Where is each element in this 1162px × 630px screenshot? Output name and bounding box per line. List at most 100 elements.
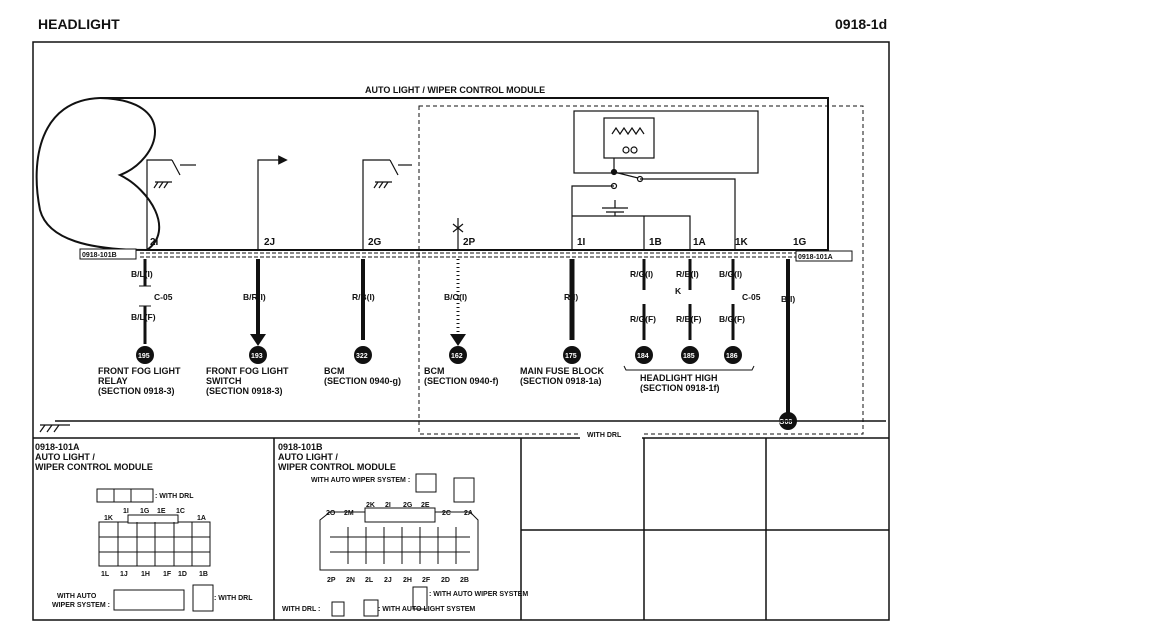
- panel-a-pin-1c: 1C: [176, 508, 185, 515]
- panel-a-pin-1b: 1B: [199, 571, 208, 578]
- wire-run-1a: R/B(I) K R/B(F) 185: [675, 259, 702, 364]
- panel-a-pin-1e: 1E: [157, 508, 166, 515]
- dest-headlight-2: (SECTION 0918-1f): [640, 383, 720, 393]
- with-drl-label-bg: [580, 428, 642, 440]
- ref-184: 184: [637, 353, 649, 360]
- connector-right-tag: [795, 250, 853, 262]
- panel-b-line1: AUTO LIGHT /: [278, 452, 338, 462]
- pin-2p-stub: [452, 218, 464, 250]
- panel-b-with-drl: WITH DRL :: [282, 606, 320, 613]
- wire-label-bo-i: B/O(I): [444, 292, 467, 302]
- wire-label-r-i: R(I): [564, 292, 578, 302]
- dest-bcm-g-2: (SECTION 0940-g): [324, 376, 401, 386]
- module-box: [100, 97, 829, 251]
- wire-run-2p: B/O(I) 162: [444, 259, 467, 364]
- relay-block: [571, 110, 759, 250]
- headlight-bracket: [623, 365, 755, 371]
- connector-b-drawing: [319, 473, 479, 617]
- panel-b-pin-2e: 2E: [421, 502, 430, 509]
- dest-fuse-2: (SECTION 0918-1a): [520, 376, 602, 386]
- switch-2g: [362, 159, 412, 250]
- wire-run-2j: B/R(I) 193: [243, 259, 267, 364]
- wire-label-rg-i: R/G(I): [630, 269, 653, 279]
- outer-frame: [32, 41, 890, 621]
- panel-a-pin-1f: 1F: [163, 571, 172, 578]
- panel-a-pin-1i: 1I: [123, 508, 129, 515]
- dest-fog-relay-2: RELAY: [98, 376, 128, 386]
- module-cut-curve: [99, 97, 161, 251]
- panel-b-code: 0918-101B: [278, 442, 323, 452]
- dest-fog-relay-1: FRONT FOG LIGHT: [98, 366, 181, 376]
- with-drl-label: WITH DRL: [587, 432, 622, 439]
- pin-2j: 2J: [264, 237, 275, 248]
- panel-b-pin-2l: 2L: [365, 577, 374, 584]
- panel-b-pin-2j: 2J: [384, 577, 392, 584]
- section-code: 0918-1d: [835, 16, 888, 32]
- panel-a-pin-1h: 1H: [141, 571, 150, 578]
- panel-a-with-drl-top: : WITH DRL: [155, 493, 194, 500]
- wire-label-br-i: B/R(I): [243, 292, 266, 302]
- pin-2i: 2I: [150, 237, 159, 248]
- panel-b-with-auto-wiper-b: : WITH AUTO WIPER SYSTEM: [429, 591, 528, 598]
- ref-186: 186: [726, 353, 738, 360]
- panel-a-pin-1a: 1A: [197, 515, 206, 522]
- panel-b-pin-2p: 2P: [327, 577, 336, 584]
- panel-b-with-auto-light: : WITH AUTO LIGHT SYSTEM: [378, 606, 475, 613]
- panel-a-with-auto-2: WIPER SYSTEM :: [52, 602, 110, 609]
- connector-left-label: 0918-101B: [82, 252, 117, 259]
- panel-a-line2: WIPER CONTROL MODULE: [35, 462, 153, 472]
- wire-label-bl-i: B/L(I): [131, 269, 153, 279]
- panel-b-pin-2h: 2H: [403, 577, 412, 584]
- wire-run-1b: R/G(I) R/G(F) 184: [630, 259, 656, 364]
- ref-175: 175: [565, 353, 577, 360]
- panel-a-pin-1k: 1K: [104, 515, 113, 522]
- wire-label-rb-f: R/B(F): [676, 314, 702, 324]
- pin-1g: 1G: [793, 237, 807, 248]
- panel-b-pin-2k: 2K: [366, 502, 375, 509]
- panel-a-pin-1d: 1D: [178, 571, 187, 578]
- panel-b-with-auto-wiper: WITH AUTO WIPER SYSTEM :: [311, 477, 410, 484]
- panel-a-line1: AUTO LIGHT /: [35, 452, 95, 462]
- wire-run-1g: B(I) G08: [779, 259, 797, 430]
- ref-185: 185: [683, 353, 695, 360]
- pin-2p: 2P: [463, 237, 476, 248]
- pin-1k: 1K: [735, 237, 749, 248]
- panel-a-with-auto-1: WITH AUTO: [57, 593, 97, 600]
- panel-a-pin-1j: 1J: [120, 571, 128, 578]
- ground-symbol: [39, 424, 70, 433]
- connector-k: K: [675, 286, 682, 296]
- wire-label-b-i: B(I): [781, 294, 795, 304]
- wire-run-2i: B/L(I) C-05 B/L(F) 195: [131, 259, 173, 364]
- dest-bcm-g-1: BCM: [324, 366, 345, 376]
- switch-2j: [257, 155, 288, 250]
- panel-b-pin-2c: 2C: [442, 510, 451, 517]
- ref-322: 322: [356, 353, 368, 360]
- wire-run-2g: R/B(I) 322: [352, 259, 375, 364]
- module-title: AUTO LIGHT / WIPER CONTROL MODULE: [365, 85, 545, 95]
- wire-label-bg-f: B/G(F): [719, 314, 745, 324]
- panel-a-pin-1g: 1G: [140, 508, 150, 515]
- dest-fog-switch-2: SWITCH: [206, 376, 242, 386]
- pin-1b: 1B: [649, 237, 662, 248]
- wire-label-bl-f: B/L(F): [131, 312, 156, 322]
- switch-2i: [146, 159, 196, 250]
- dest-bcm-f-1: BCM: [424, 366, 445, 376]
- wire-label-rg-f: R/G(F): [630, 314, 656, 324]
- panel-b-pin-2d: 2D: [441, 577, 450, 584]
- connector-a-drawing: [96, 488, 214, 612]
- ref-162: 162: [451, 353, 463, 360]
- dest-bcm-f-2: (SECTION 0940-f): [424, 376, 499, 386]
- panel-b-pin-2n: 2N: [346, 577, 355, 584]
- module-break-curve: [35, 97, 148, 251]
- wire-run-1i: R(I) 175: [563, 259, 581, 364]
- ref-195: 195: [138, 353, 150, 360]
- panel-b-pin-2a: 2A: [464, 510, 473, 517]
- dest-fuse-1: MAIN FUSE BLOCK: [520, 366, 604, 376]
- panel-b-pin-2i: 2I: [385, 502, 391, 509]
- panel-b-pin-2f: 2F: [422, 577, 431, 584]
- dest-fog-switch-1: FRONT FOG LIGHT: [206, 366, 289, 376]
- panel-a-code: 0918-101A: [35, 442, 80, 452]
- dest-headlight-1: HEADLIGHT HIGH: [640, 373, 718, 383]
- panel-b-pin-2o: 2O: [326, 510, 336, 517]
